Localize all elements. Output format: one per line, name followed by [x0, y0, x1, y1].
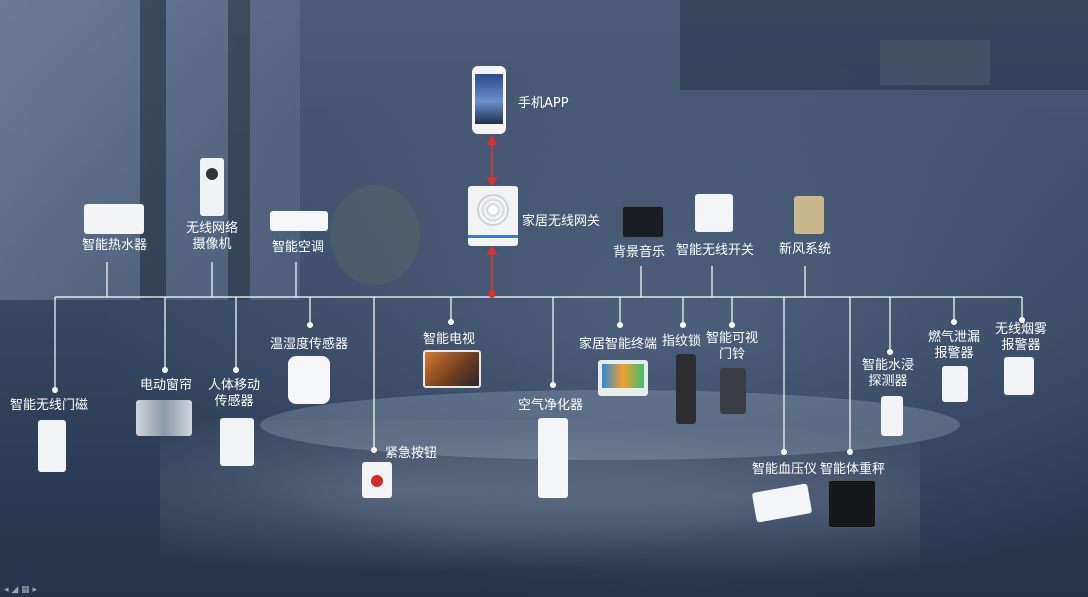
water-heater-icon	[84, 204, 144, 234]
air-conditioner-icon	[270, 211, 328, 231]
device-label-camera: 无线网络 摄像机	[186, 221, 239, 252]
device-label-smart-terminal: 家居智能终端	[579, 337, 658, 352]
device-label-weight-scale: 智能体重秤	[820, 462, 886, 477]
gateway-label: 家居无线网关	[522, 214, 601, 229]
weight-scale-icon	[828, 480, 876, 528]
device-label-temperature-sensor: 温湿度传感器	[270, 337, 349, 352]
door-sensor-icon	[38, 420, 66, 472]
air-purifier-icon	[538, 418, 568, 498]
device-label-curtain: 电动窗帘	[140, 378, 193, 393]
device-label-smart-tv: 智能电视	[423, 332, 476, 347]
water-leak-detector-icon	[881, 396, 903, 436]
emergency-button-icon	[362, 462, 392, 498]
device-label-gas-alarm: 燃气泄漏 报警器	[928, 330, 981, 361]
smart-terminal-icon	[598, 360, 648, 396]
device-label-blood-pressure: 智能血压仪	[752, 462, 818, 477]
fresh-air-icon	[794, 196, 824, 234]
smoke-alarm-icon	[1004, 357, 1034, 395]
device-label-wireless-switch: 智能无线开关	[676, 243, 755, 258]
slide-toolbar[interactable]: ◂ ◢ ▦ ▸	[4, 585, 38, 595]
smart-tv-icon	[423, 350, 481, 388]
device-label-water-heater: 智能热水器	[82, 238, 148, 253]
gas-alarm-icon	[942, 366, 968, 402]
smartphone-icon	[472, 66, 506, 134]
device-label-air-purifier: 空气净化器	[518, 398, 584, 413]
wireless-switch-icon	[695, 194, 733, 232]
video-doorbell-icon	[720, 368, 746, 414]
curtain-icon	[136, 400, 192, 436]
music-panel-icon	[622, 206, 664, 238]
device-label-emergency-button: 紧急按钮	[385, 446, 438, 461]
device-label-fingerprint-lock: 指纹锁	[662, 334, 702, 349]
wireless-link-arrows	[486, 135, 498, 298]
device-label-door-sensor: 智能无线门磁	[10, 398, 89, 413]
phone-app-label: 手机APP	[518, 96, 569, 111]
motion-sensor-icon	[220, 418, 254, 466]
gateway-icon	[468, 186, 518, 246]
device-label-air-conditioner: 智能空调	[272, 240, 325, 255]
device-label-music: 背景音乐	[613, 245, 666, 260]
device-label-fresh-air: 新风系统	[779, 242, 832, 257]
fingerprint-lock-icon	[676, 354, 696, 424]
device-label-water-leak: 智能水浸 探测器	[862, 358, 915, 389]
camera-icon	[200, 158, 224, 216]
device-label-smoke-alarm: 无线烟雾 报警器	[995, 322, 1048, 353]
device-label-motion-sensor: 人体移动 传感器	[208, 378, 261, 409]
device-label-video-doorbell: 智能可视 门铃	[706, 331, 759, 362]
temperature-sensor-icon	[288, 356, 330, 404]
